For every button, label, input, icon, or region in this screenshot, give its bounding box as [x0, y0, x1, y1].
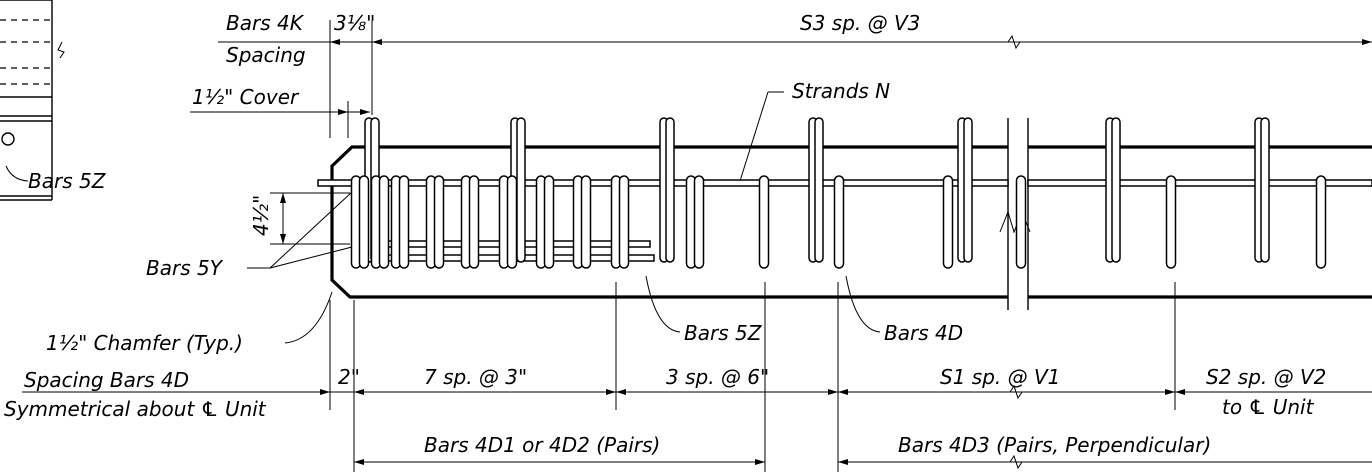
- bar-4d-loop: [398, 175, 410, 269]
- bars-4k-label: Bars 4K: [226, 11, 305, 35]
- bar-4k: [1260, 117, 1270, 263]
- beam-outline: [330, 118, 1372, 310]
- bars-5z-section-label: Bars 5Z: [28, 169, 107, 193]
- to-cl-unit-label: to ℄ Unit: [1222, 395, 1315, 419]
- s3-spacing-label: S3 sp. @ V3: [800, 11, 920, 35]
- bar-4d-loop: [358, 175, 370, 269]
- bar-4d-loop: [693, 175, 705, 269]
- bars-4d1-label: Bars 4D1 or 4D2 (Pairs): [424, 433, 660, 457]
- bars-5z-label: Bars 5Z: [684, 321, 763, 345]
- spacing-label: Spacing: [226, 43, 306, 67]
- spacing-bars-4d-label: Spacing Bars 4D: [24, 368, 189, 392]
- dimension-lines: [22, 20, 1372, 472]
- bar-4d-loop: [433, 175, 445, 269]
- bar-4d-loop: [758, 175, 770, 269]
- bar-4k: [814, 117, 824, 263]
- stirrup-bars: [350, 117, 1327, 269]
- bar-4d-loop: [942, 175, 954, 269]
- bars-4d-label: Bars 4D: [884, 321, 963, 345]
- cover-label: 1½" Cover: [192, 85, 300, 109]
- bar-4d-loop: [580, 175, 592, 269]
- bar-4d-loop: [833, 175, 845, 269]
- bar-4d-loop: [1165, 175, 1177, 269]
- bar-4d-loop: [506, 175, 518, 269]
- dim-4-1-2-label: 4½": [249, 195, 273, 236]
- bar-4d-loop: [468, 175, 480, 269]
- bars-4d3-label: Bars 4D3 (Pairs, Perpendicular): [898, 433, 1211, 457]
- bar-4d-loop: [378, 175, 390, 269]
- dim-3-1-8-label: 3⅛": [334, 11, 375, 35]
- seven-sp-label: 7 sp. @ 3": [424, 365, 527, 389]
- symmetrical-label: Symmetrical about ℄ Unit: [4, 397, 267, 421]
- bar-4d-loop: [543, 175, 555, 269]
- bar-4k: [963, 117, 973, 263]
- chamfer-label: 1½" Chamfer (Typ.): [46, 331, 243, 355]
- strands-n-label: Strands N: [792, 79, 890, 103]
- dim-2-label: 2": [338, 365, 360, 389]
- bar-4d-loop: [1315, 175, 1327, 269]
- labels: Bars 4K 3⅛" Spacing S3 sp. @ V3 1½" Cove…: [4, 11, 1326, 457]
- bar-4d-loop: [1015, 175, 1027, 269]
- bars-5y-label: Bars 5Y: [146, 256, 224, 280]
- s2-sp-label: S2 sp. @ V2: [1206, 365, 1326, 389]
- s1-sp-label: S1 sp. @ V1: [940, 365, 1060, 389]
- bar-4k: [665, 117, 675, 263]
- bar-4d-loop: [618, 175, 630, 269]
- section-view-fragment: Bars 5Z: [0, 0, 107, 201]
- bar-4k: [516, 117, 526, 263]
- bar-4k: [1111, 117, 1121, 263]
- three-sp-label: 3 sp. @ 6": [666, 365, 769, 389]
